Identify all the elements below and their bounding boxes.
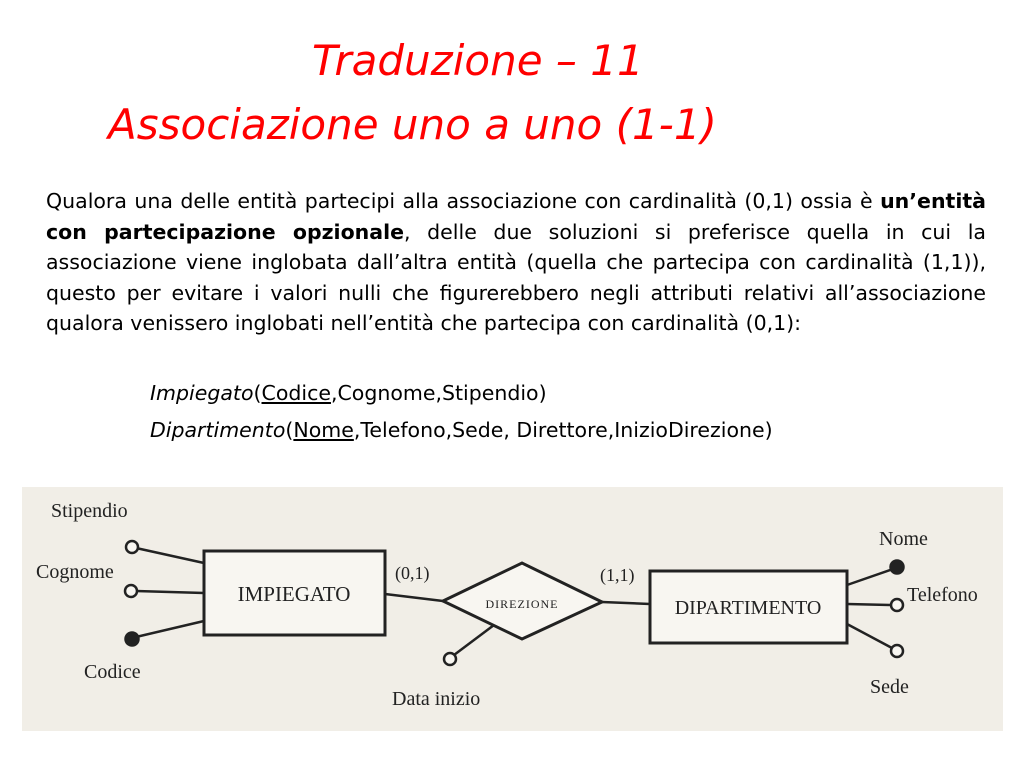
line-sede <box>846 622 893 650</box>
schema-dipartimento-rest: ,Telefono,Sede, Direttore,InizioDirezion… <box>353 418 773 442</box>
schema-dipartimento-key: Nome <box>293 418 354 442</box>
attr-cognome-circle <box>123 583 139 599</box>
relationship-direzione-label: DIREZIONE <box>486 597 559 611</box>
er-attribute-markers <box>123 539 905 667</box>
attr-stipendio-label: Stipendio <box>51 500 128 522</box>
schema-dipartimento-name: Dipartimento <box>150 418 286 442</box>
attr-telefono-label: Telefono <box>907 584 978 606</box>
entity-dipartimento-label: DIPARTIMENTO <box>675 597 822 619</box>
paragraph-bold: un’entità con partecipazione opzionale <box>46 189 986 244</box>
cardinality-right: (1,1) <box>600 565 635 586</box>
attr-data-inizio-label: Data inizio <box>392 688 480 710</box>
attr-telefono-circle <box>889 597 905 613</box>
schema-impiegato-rest: ,Cognome,Stipendio) <box>330 381 547 405</box>
schema-impiegato-key: Codice <box>261 381 331 405</box>
line-cognome <box>135 589 205 595</box>
entity-impiegato-label: IMPIEGATO <box>238 582 351 606</box>
relationship-direzione-diamond <box>439 561 606 641</box>
attr-codice-key-dot <box>124 631 140 647</box>
line-telefono <box>846 602 893 607</box>
attr-sede-circle <box>889 643 905 659</box>
schema-impiegato-name: Impiegato <box>150 381 254 405</box>
attr-data-inizio-circle <box>442 651 458 667</box>
er-lines <box>135 546 894 656</box>
attr-stipendio-circle <box>124 539 140 555</box>
attr-codice-label: Codice <box>84 661 141 683</box>
line-stipendio <box>135 546 205 565</box>
attr-nome-label: Nome <box>879 528 928 550</box>
paragraph-part2: , delle due soluzioni si preferisce quel… <box>46 219 986 336</box>
schema-dipartimento: Dipartimento(Nome,Telefono,Sede, Diretto… <box>150 418 773 442</box>
er-diagram-svg: IMPIEGATO DIPARTIMENTO DIREZIONE (0,1) (… <box>36 500 978 710</box>
cardinality-left: (0,1) <box>395 563 430 584</box>
er-diagram: IMPIEGATO DIPARTIMENTO DIREZIONE (0,1) (… <box>22 487 1003 731</box>
entity-impiegato-box <box>202 549 387 637</box>
line-direzione-dipartimento <box>601 600 651 606</box>
line-nome <box>846 567 894 587</box>
line-impiegato-direzione <box>384 592 444 603</box>
body-paragraph: Qualora una delle entità partecipi alla … <box>46 186 986 339</box>
line-data-inizio <box>453 624 495 656</box>
paragraph-part1: Qualora una delle entità partecipi alla … <box>46 189 881 213</box>
attr-sede-label: Sede <box>870 676 909 698</box>
entity-dipartimento-box <box>648 569 849 645</box>
line-codice <box>135 619 205 639</box>
slide-title-line2: Associazione uno a uno (1-1) <box>108 100 717 149</box>
slide-title-line1: Traduzione – 11 <box>312 36 644 85</box>
schema-impiegato-open: ( <box>253 381 262 405</box>
attr-cognome-label: Cognome <box>36 561 114 583</box>
attr-nome-key-dot <box>889 559 905 575</box>
schema-dipartimento-open: ( <box>285 418 294 442</box>
schema-impiegato: Impiegato(Codice,Cognome,Stipendio) <box>150 381 547 405</box>
